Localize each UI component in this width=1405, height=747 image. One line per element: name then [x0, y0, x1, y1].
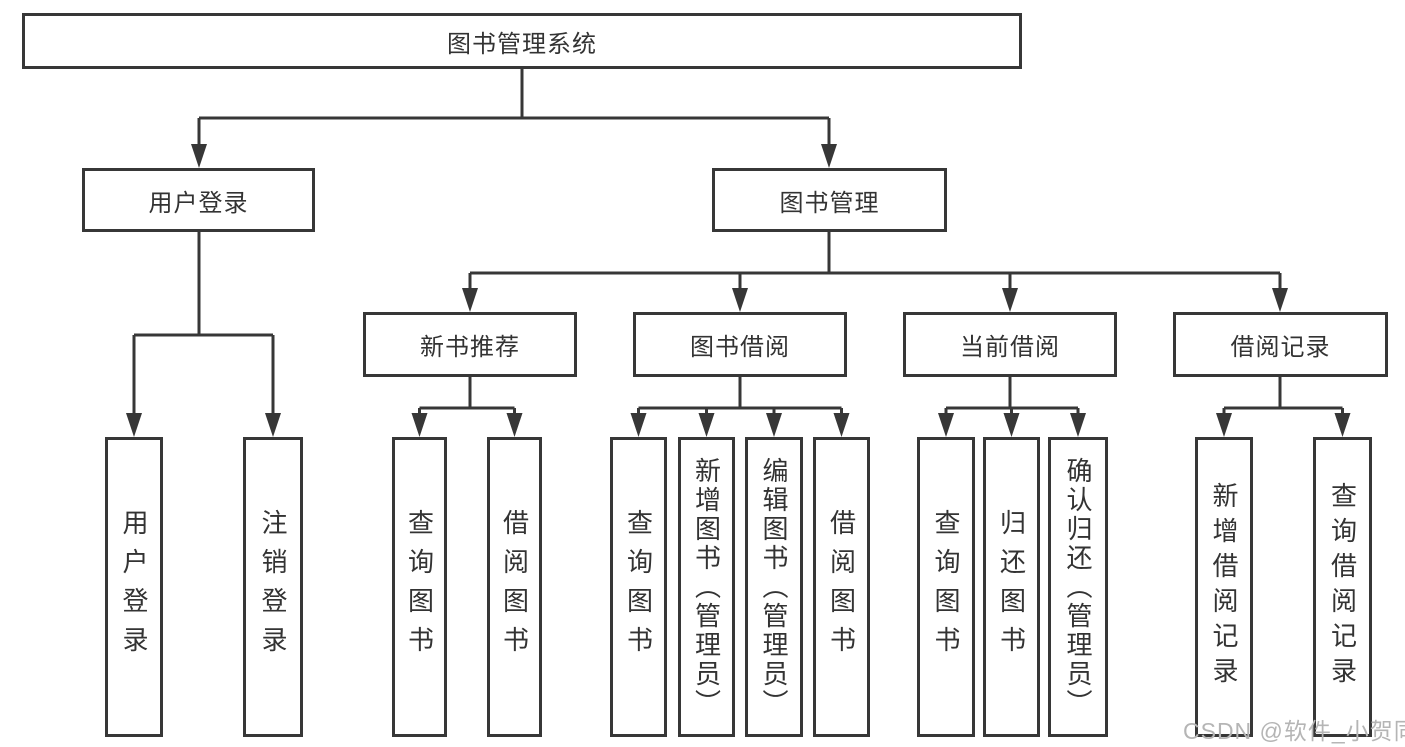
arrow-icon	[1334, 413, 1351, 437]
node-root-book-management-system: 图书管理系统	[22, 13, 1022, 69]
leaf-logout: 注销登录	[243, 437, 303, 737]
leaf-current-return-books: 归还图书	[983, 437, 1040, 737]
node-label: 查询借阅记录	[1327, 482, 1358, 692]
node-current-borrow: 当前借阅	[903, 312, 1117, 377]
arrow-icon	[411, 413, 428, 437]
arrow-icon	[1002, 288, 1018, 312]
arrow-icon	[833, 413, 850, 437]
connector-current-branch	[944, 377, 1080, 416]
node-label: 图书借阅	[690, 334, 790, 361]
arrow-icon	[766, 413, 782, 437]
node-label: 编辑图书（管理员）	[759, 456, 789, 718]
node-label: 查询图书	[404, 509, 435, 665]
node-new-book-recommend: 新书推荐	[363, 312, 577, 377]
node-label: 新书推荐	[420, 334, 520, 361]
connector-borrow-branch	[637, 377, 843, 416]
arrow-icon	[1272, 288, 1288, 312]
arrow-icon	[630, 413, 647, 437]
node-label: 新增图书（管理员）	[691, 456, 722, 718]
arrow-icon	[938, 413, 954, 437]
arrow-icon	[1216, 413, 1232, 437]
connector-user-login-branch	[132, 232, 275, 415]
leaf-current-confirm-return-admin: 确认归还（管理员）	[1048, 437, 1108, 737]
arrow-icon	[126, 413, 142, 437]
node-book-management: 图书管理	[712, 168, 947, 232]
connector-root-to-level2	[197, 68, 831, 146]
leaf-recommend-query-books: 查询图书	[392, 437, 447, 737]
connector-book-management-branch	[468, 232, 1282, 290]
leaf-record-query-borrow-record: 查询借阅记录	[1313, 437, 1372, 737]
arrow-icon	[462, 288, 478, 312]
node-label: 借阅图书	[499, 509, 530, 665]
arrow-icon	[1070, 413, 1086, 437]
arrowheads	[126, 144, 1351, 437]
connector-record-branch	[1222, 377, 1344, 416]
node-label: 用户登录	[119, 509, 149, 665]
node-label: 新增借阅记录	[1209, 482, 1239, 692]
leaf-recommend-borrow-books: 借阅图书	[487, 437, 542, 737]
node-label: 图书管理	[779, 189, 880, 217]
node-label: 查询图书	[931, 509, 961, 665]
node-label: 图书管理系统	[447, 30, 597, 58]
node-label: 用户登录	[148, 189, 249, 217]
arrow-icon	[732, 288, 748, 312]
leaf-borrow-borrow-books: 借阅图书	[813, 437, 870, 737]
node-label: 归还图书	[996, 509, 1027, 665]
arrow-icon	[698, 413, 715, 437]
node-book-borrow: 图书借阅	[633, 312, 847, 377]
leaf-user-login: 用户登录	[105, 437, 163, 737]
node-label: 借阅图书	[826, 509, 857, 665]
node-borrow-record: 借阅记录	[1173, 312, 1388, 377]
arrow-icon	[506, 413, 523, 437]
watermark: CSDN @软件_小贺同学	[1183, 718, 1405, 744]
arrow-icon	[191, 144, 207, 168]
node-label: 注销登录	[258, 509, 288, 665]
node-label: 当前借阅	[960, 334, 1060, 361]
arrow-icon	[821, 144, 837, 168]
leaf-current-query-books: 查询图书	[917, 437, 975, 737]
node-label: 确认归还（管理员）	[1063, 456, 1093, 718]
leaf-borrow-query-books: 查询图书	[610, 437, 667, 737]
node-label: 查询图书	[623, 509, 654, 665]
node-user-login: 用户登录	[82, 168, 315, 232]
connector-recommend-branch	[418, 377, 516, 416]
leaf-record-add-borrow-record: 新增借阅记录	[1195, 437, 1253, 737]
leaf-borrow-add-books-admin: 新增图书（管理员）	[678, 437, 735, 737]
node-label: 借阅记录	[1230, 334, 1331, 361]
leaf-borrow-edit-books-admin: 编辑图书（管理员）	[745, 437, 803, 737]
arrow-icon	[1003, 413, 1020, 437]
arrow-icon	[265, 413, 281, 437]
